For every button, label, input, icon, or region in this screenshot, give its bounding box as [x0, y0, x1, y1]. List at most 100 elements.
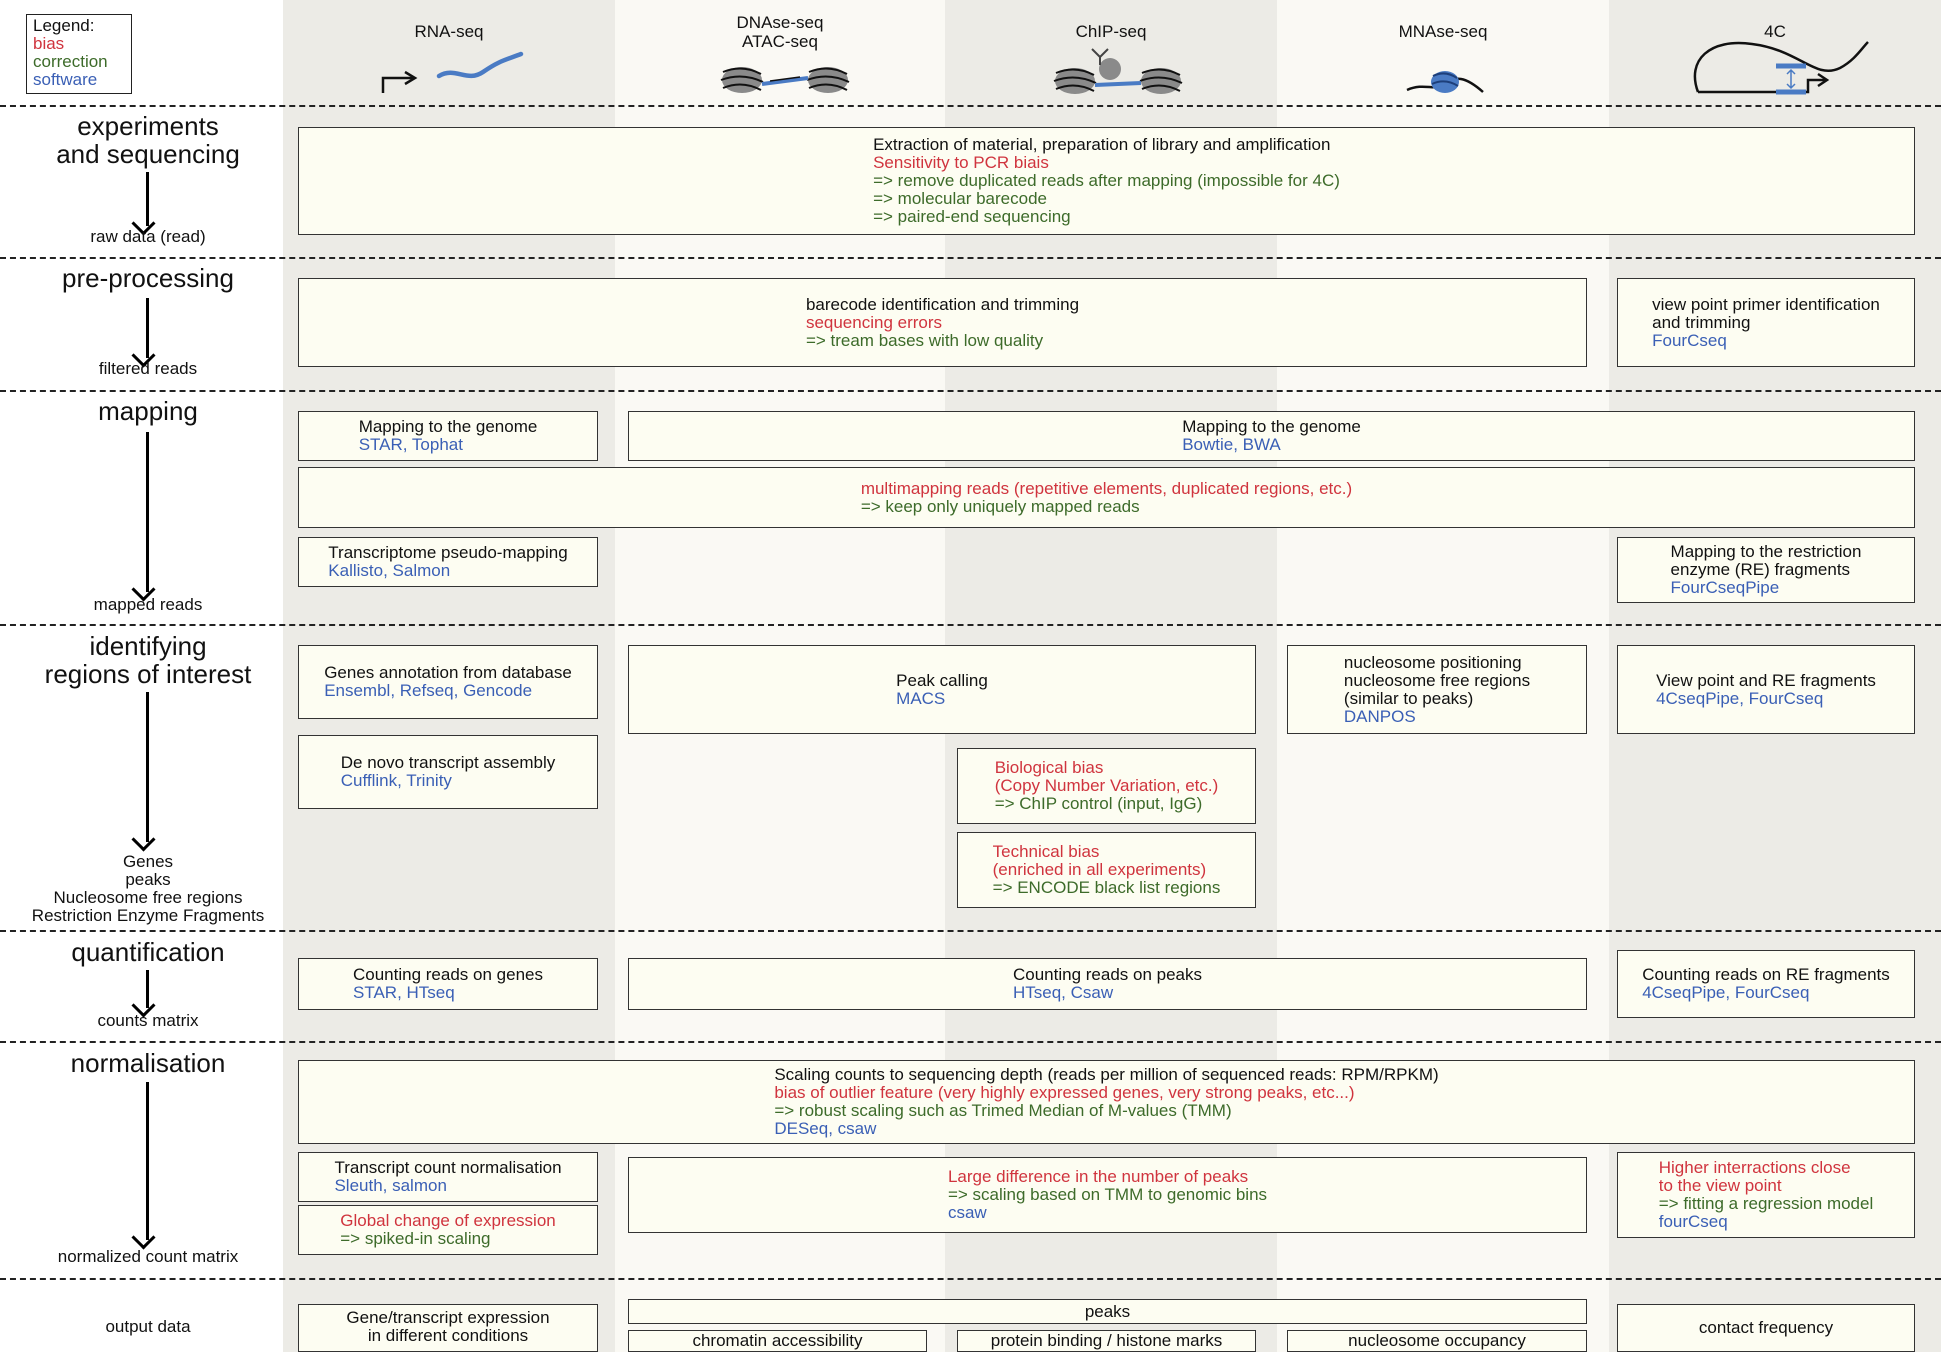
nuc-occ-text: nucleosome occupancy	[1348, 1331, 1526, 1350]
header-4c: 4C	[1764, 22, 1786, 41]
arrow-mapping	[146, 432, 149, 592]
map-rna-text: Mapping to the genome	[358, 417, 538, 436]
contact-text: contact frequency	[1698, 1318, 1834, 1337]
transcript-norm-text: Transcript count normalisation	[334, 1158, 562, 1177]
count-genes-text: Counting reads on genes	[353, 965, 543, 984]
viewpoint-text: view point primer identification and tri…	[1652, 294, 1880, 332]
header-rna-seq: RNA-seq	[414, 22, 484, 41]
separator-4	[0, 624, 1941, 626]
vp-re-text: View point and RE fragments	[1656, 670, 1876, 690]
separator-6	[0, 1041, 1941, 1043]
legend-title: Legend:	[33, 16, 95, 35]
multimap-bias: multimapping reads (repetitive elements,…	[860, 478, 1353, 498]
arrow-normalisation	[146, 1082, 149, 1240]
scaling-bias: bias of outlier feature (very highly exp…	[774, 1083, 1355, 1102]
box-map-re: Mapping to the restriction enzyme (RE) f…	[1617, 537, 1915, 603]
nucleosome-text: nucleosome positioning nucleosome free r…	[1343, 652, 1531, 708]
box-viewpoint: view point primer identification and tri…	[1617, 278, 1915, 367]
higher-inter-software: fourCseq	[1658, 1212, 1728, 1231]
map-genome-software: Bowtie, BWA	[1182, 435, 1281, 454]
output-regions: Genes peaks Nucleosome free regions Rest…	[31, 852, 265, 925]
box-nucleosome: nucleosome positioning nucleosome free r…	[1287, 645, 1587, 734]
header-dnase-atac: DNAse-seq ATAC-seq	[736, 13, 824, 51]
count-peaks-software: HTseq, Csaw	[1012, 983, 1114, 1002]
count-re-text: Counting reads on RE fragments	[1642, 965, 1890, 984]
denovo-text: De novo transcript assembly	[340, 753, 556, 772]
box-nucleosome-occupancy: nucleosome occupancy	[1287, 1330, 1587, 1352]
arrow-preprocessing	[146, 298, 149, 358]
arrow-experiments	[146, 172, 149, 226]
mnase-nucleosome-illustration	[1406, 71, 1484, 93]
map-rna-software: STAR, Tophat	[358, 435, 463, 454]
rna-seq-illustration	[381, 51, 524, 93]
pseudo-text: Transcriptome pseudo-mapping	[328, 543, 568, 562]
peak-diff-software: csaw	[947, 1203, 987, 1222]
legend-software: software	[33, 70, 98, 89]
stage-quantification: quantification	[71, 937, 225, 967]
global-change-correction: => spiked-in scaling	[340, 1229, 491, 1248]
stage-normalisation: normalisation	[70, 1048, 226, 1078]
stage-experiments: experiments and sequencing	[56, 111, 240, 169]
legend-bias: bias	[33, 34, 65, 53]
map-genome-text: Mapping to the genome	[1182, 417, 1361, 436]
chromatin-text: chromatin accessibility	[692, 1331, 863, 1350]
box-contact-frequency: contact frequency	[1617, 1304, 1915, 1352]
count-re-software: 4CseqPipe, FourCseq	[1642, 983, 1810, 1002]
legend-correction: correction	[33, 52, 108, 71]
box-scaling: Scaling counts to sequencing depth (read…	[298, 1060, 1915, 1144]
gene-expr-text: Gene/transcript expression in different …	[346, 1308, 550, 1345]
extraction-correction: => remove duplicated reads after mapping…	[873, 171, 1340, 226]
box-multimap: multimapping reads (repetitive elements,…	[298, 467, 1915, 528]
output-raw-data: raw data (read)	[90, 227, 206, 246]
genes-annot-software: Ensembl, Refseq, Gencode	[324, 681, 533, 700]
scaling-correction: => robust scaling such as Trimed Median …	[774, 1101, 1232, 1120]
header-chip-seq: ChIP-seq	[1075, 22, 1147, 41]
extraction-text: Extraction of material, preparation of l…	[873, 135, 1331, 154]
output-normalized-matrix: normalized count matrix	[57, 1247, 239, 1266]
peak-calling-software: MACS	[896, 688, 946, 708]
header-mnase-seq: MNAse-seq	[1398, 22, 1488, 41]
separator-2	[0, 257, 1941, 259]
stage-mapping: mapping	[98, 396, 198, 426]
genes-annot-text: Genes annotation from database	[324, 663, 572, 682]
peak-calling-text: Peak calling	[896, 670, 988, 690]
stage-output-data: output data	[105, 1317, 191, 1336]
barcode-bias: sequencing errors	[805, 312, 943, 332]
peak-diff-correction: => scaling based on TMM to genomic bins	[947, 1185, 1268, 1204]
output-mapped-reads: mapped reads	[93, 595, 203, 614]
count-peaks-text: Counting reads on peaks	[1012, 965, 1203, 984]
pseudo-software: Kallisto, Salmon	[328, 561, 451, 580]
box-peak-difference: Large difference in the number of peaks=…	[628, 1157, 1587, 1233]
transcript-norm-software: Sleuth, salmon	[334, 1176, 447, 1195]
stage-regions: identifying regions of interest	[44, 631, 252, 689]
peak-diff-bias: Large difference in the number of peaks	[947, 1167, 1249, 1186]
4c-loop-illustration	[1693, 41, 1869, 95]
arrow-regions	[146, 692, 149, 842]
bio-bias-correction: => ChIP control (input, IgG)	[994, 794, 1203, 813]
higher-inter-correction: => fitting a regression model	[1658, 1194, 1874, 1213]
output-counts-matrix: counts matrix	[97, 1011, 199, 1030]
box-higher-interactions: Higher interractions close to the view p…	[1617, 1152, 1915, 1238]
map-re-text: Mapping to the restriction enzyme (RE) f…	[1670, 542, 1862, 579]
map-re-software: FourCseqPipe	[1670, 578, 1780, 597]
global-change-bias: Global change of expression	[340, 1211, 556, 1230]
box-biological-bias: Biological bias (Copy Number Variation, …	[957, 748, 1256, 824]
box-peaks: peaks	[628, 1299, 1587, 1324]
extraction-bias: Sensitivity to PCR biais	[873, 153, 1049, 172]
box-extraction: Extraction of material, preparation of l…	[298, 127, 1915, 235]
vp-re-software: 4CseqPipe, FourCseq	[1656, 688, 1824, 708]
box-global-change: Global change of expression=> spiked-in …	[298, 1205, 598, 1255]
separator-5	[0, 930, 1941, 932]
tech-bias-bias: Technical bias (enriched in all experime…	[992, 842, 1207, 879]
tech-bias-correction: => ENCODE black list regions	[992, 878, 1221, 897]
